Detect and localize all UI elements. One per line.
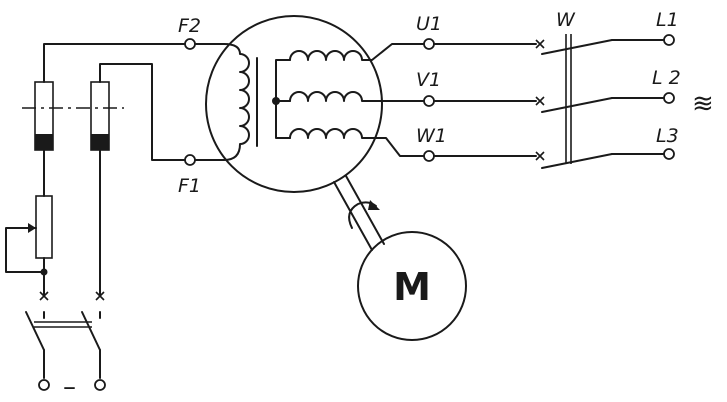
shaft [333,175,385,251]
synchronous-machine: M [185,15,467,341]
terminal-w1 [423,150,435,162]
rotation-arrowhead [368,200,380,210]
fuse-right [90,81,110,297]
three-phase-supply: W L1 L 2 L3 ≋ [433,9,714,169]
stator-winding-w [289,128,425,157]
dc-switch [25,311,101,379]
main-switch-w [541,34,665,169]
terminal-f2 [184,38,196,50]
label-u1: U1 [416,13,442,35]
label-w1: W1 [416,125,447,147]
stator-winding-u [289,43,425,61]
label-l3: L3 [656,125,679,147]
terminal-l3 [663,148,675,160]
dc-terminal-right [94,379,106,391]
wire-f2 [43,43,187,83]
stator-winding-v [289,91,425,102]
terminals: F2 F1 U1 V1 W1 [178,13,447,197]
driven-motor [357,231,467,341]
field-rheostat [5,195,53,297]
dc-terminal-left [38,379,50,391]
field-winding [185,43,250,161]
terminal-u1 [423,38,435,50]
label-v1: V1 [416,69,441,91]
star-point [272,97,280,105]
terminal-v1 [423,95,435,107]
x-marks-right [535,39,545,161]
label-l2: L 2 [652,67,681,89]
ac-symbol: ≋ [692,89,714,119]
terminal-l1 [663,34,675,46]
x-marks-left [39,291,105,301]
machine-housing [205,15,383,193]
dc-minus-label: – [63,372,76,402]
label-switch-w: W [556,9,576,31]
label-f1: F1 [178,175,201,197]
field-excitation-branch: – [5,43,187,402]
fuse-left [34,81,54,197]
label-l1: L1 [656,9,679,31]
terminal-l2 [663,92,675,104]
terminal-f1 [184,154,196,166]
wire-f1 [99,63,187,161]
motor-label: M [393,265,431,309]
label-f2: F2 [178,15,201,37]
